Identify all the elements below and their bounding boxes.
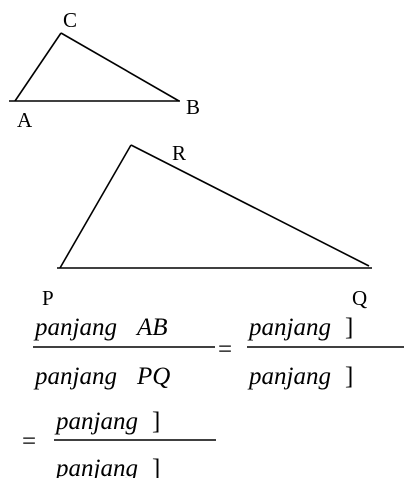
rhs-numerator: panjang] (247, 314, 353, 341)
rhs-numerator-word: panjang (247, 314, 331, 341)
rhs-denominator: panjang] (247, 363, 353, 390)
second-numerator-mark: ] (152, 408, 160, 435)
side-ac (14, 32, 62, 102)
rhs-numerator-mark: ] (345, 314, 353, 341)
ratio-equation-2: = panjang] panjang] (22, 408, 216, 478)
lhs-numerator-segment: AB (135, 314, 168, 341)
vertex-label-a: A (17, 108, 33, 132)
lhs-numerator: panjang AB (33, 314, 168, 341)
side-rq (130, 144, 370, 267)
lhs-numerator-word: panjang (33, 314, 117, 341)
lhs-denominator-segment: PQ (136, 363, 170, 390)
vertex-label-q: Q (352, 286, 367, 310)
rhs-denominator-mark: ] (345, 363, 353, 390)
lhs-denominator: panjang PQ (33, 363, 170, 390)
second-denominator: panjang] (54, 455, 160, 478)
triangle-pqr: R P Q (42, 141, 372, 310)
second-numerator: panjang] (54, 408, 160, 435)
lhs-denominator-word: panjang (33, 363, 117, 390)
rhs-denominator-word: panjang (247, 363, 331, 390)
vertex-label-r: R (172, 141, 186, 165)
triangle-abc: C A B (9, 8, 200, 132)
equals-sign-2: = (22, 428, 36, 455)
second-denominator-mark: ] (152, 455, 160, 478)
vertex-label-p: P (42, 286, 54, 310)
equals-sign-1: = (218, 336, 232, 363)
vertex-label-b: B (186, 95, 200, 119)
side-cb (60, 32, 180, 102)
second-denominator-word: panjang (54, 455, 138, 478)
second-numerator-word: panjang (54, 408, 138, 435)
side-pr (59, 144, 132, 269)
vertex-label-c: C (63, 8, 77, 32)
